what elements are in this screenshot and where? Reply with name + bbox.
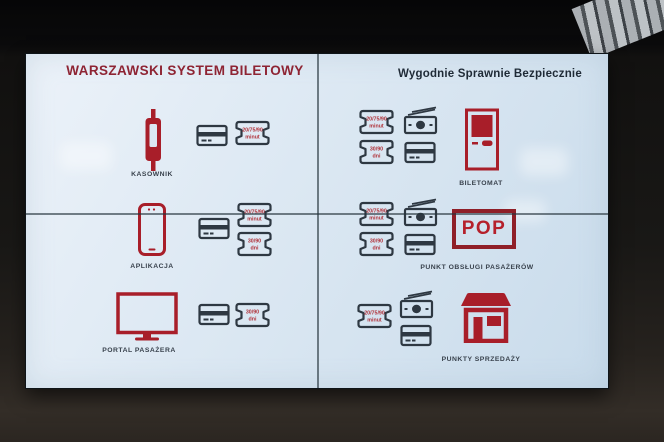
presentation-screen: WARSZAWSKI SYSTEM BILETOWY 20/75/90 m [26,54,608,388]
ticket-unit: minut [369,124,384,130]
row-label-biletomat: BILETOMAT [459,180,503,187]
ticket-unit: minut [369,216,384,222]
ticket-icon: 30/90 dni [234,230,275,263]
left-panel-title: WARSZAWSKI SYSTEM BILETOWY [66,63,304,78]
ticket-icon: 20/75/90 minut [354,302,395,335]
credit-card-icon [198,301,230,332]
ticket-duration: 30/90 [248,239,261,245]
ticket-unit: dni [251,246,259,252]
screen-glare [520,148,568,176]
ticket-duration: 30/90 [370,239,383,245]
cash-icon [403,106,439,141]
credit-card-icon [196,122,228,153]
cash-icon [399,290,435,325]
row-label-pop: PUNKT OBSŁUGI PASAŻERÓW [420,264,534,271]
ticket-unit: dni [249,317,257,323]
video-wall-seam-vertical [317,54,319,388]
ticket-icon: 20/75/90 minut [356,108,397,141]
kiosk-icon [453,291,519,348]
ticket-unit: minut [367,318,382,324]
ticket-icon: 30/90 dni [356,230,397,263]
row-label-punkty: PUNKTY SPRZEDAŻY [441,356,521,363]
row-label-portal: PORTAL PASAŻERA [102,347,176,354]
ticket-icon: 30/90 dni [356,138,397,171]
credit-card-icon [404,231,436,262]
smartphone-icon [137,202,167,262]
ticket-duration: 20/75/90 [364,311,385,317]
monitor-icon [116,292,178,347]
right-panel-title: Wygodnie Sprawnie Bezpiecznie [398,68,582,80]
credit-card-icon [400,322,432,353]
cash-icon [403,198,439,233]
ticket-icon: 30/90 dni [232,301,273,334]
row-label-kasownik: KASOWNIK [131,171,173,178]
ticket-unit: dni [373,246,381,252]
ticket-icon: 20/75/90 minut [234,201,275,234]
ticket-unit: minut [245,135,260,141]
credit-card-icon [404,139,436,170]
screen-glare [60,142,112,170]
pop-sign: POP [452,209,516,249]
ticket-duration: 20/75/90 [366,117,387,123]
ticket-unit: dni [373,154,381,160]
ticket-machine-icon [463,108,501,176]
ticket-icon: 20/75/90 minut [232,119,273,152]
row-label-aplikacja: APLIKACJA [130,263,174,270]
ticket-icon: 20/75/90 minut [356,200,397,233]
credit-card-icon [198,215,230,246]
ticket-duration: 20/75/90 [242,128,263,134]
ticket-duration: 30/90 [246,310,259,316]
ticket-duration: 30/90 [370,147,383,153]
ticket-duration: 20/75/90 [244,210,265,216]
ticket-duration: 20/75/90 [366,209,387,215]
ticket-unit: minut [247,217,262,223]
video-wall-seam-horizontal [26,213,608,215]
ceiling-light-reflection [571,0,664,60]
ticket-validator-icon [140,109,166,176]
